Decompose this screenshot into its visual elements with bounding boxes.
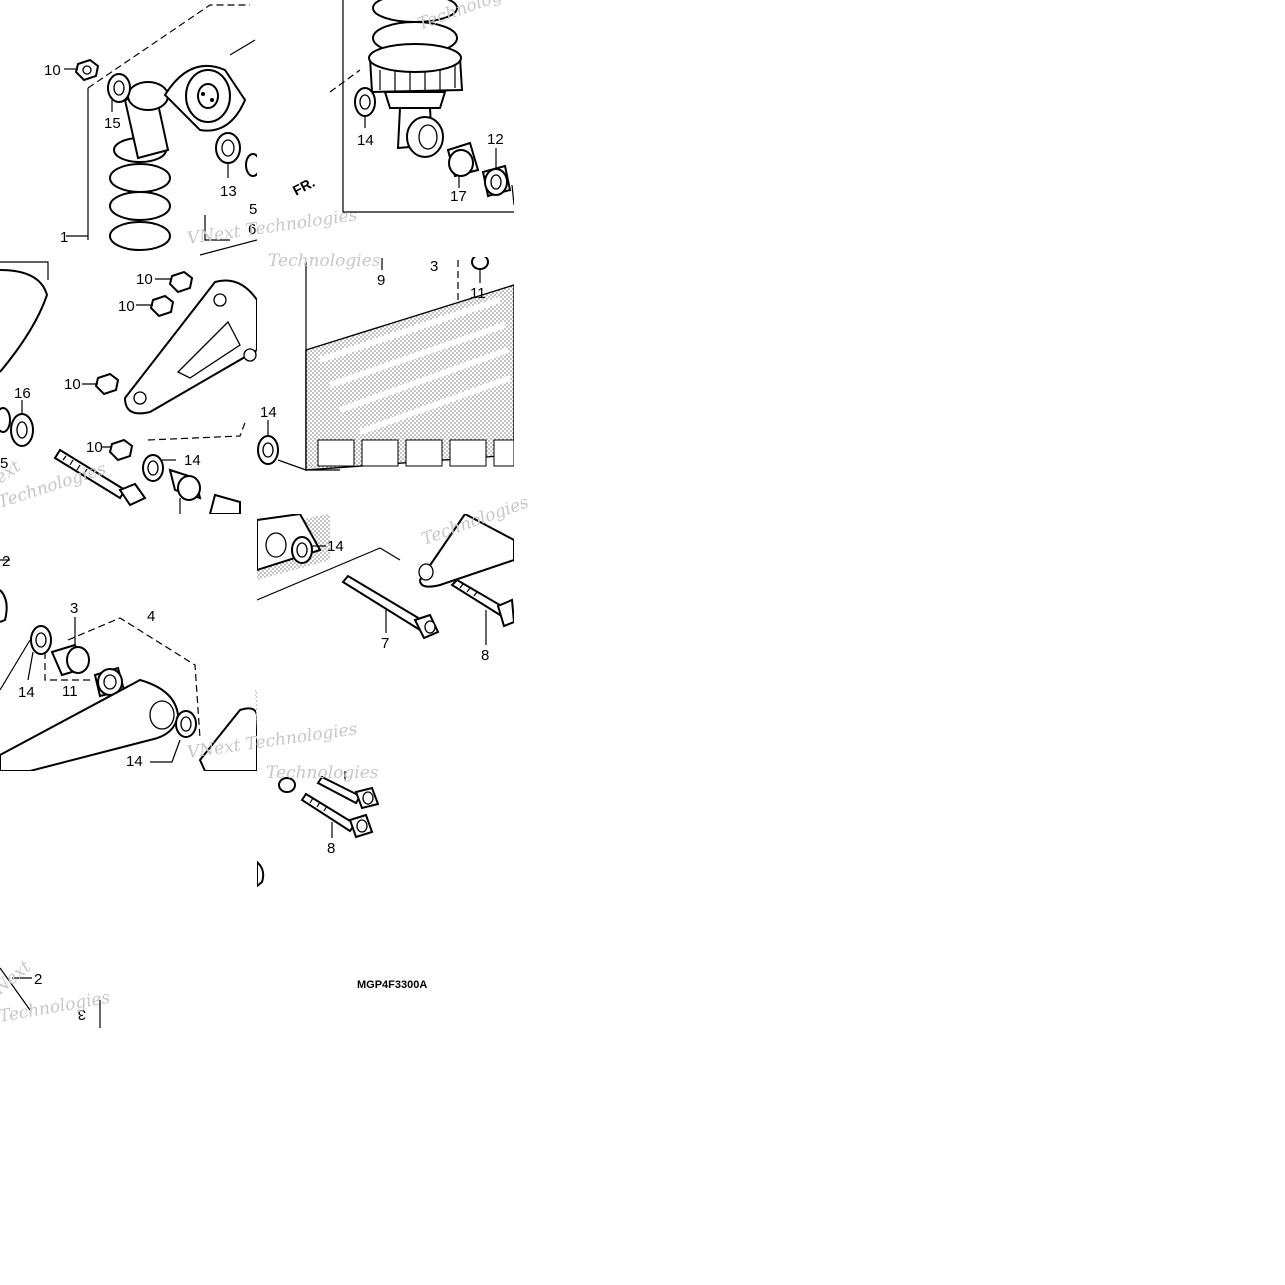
callout-8: 8 bbox=[327, 840, 335, 857]
nut-10 bbox=[74, 58, 100, 82]
callout-14: 14 bbox=[260, 404, 277, 421]
wing-logo bbox=[319, 297, 512, 435]
brand-letters bbox=[317, 439, 514, 467]
callout-13: 13 bbox=[220, 183, 237, 200]
watermark: VNext Technologies bbox=[186, 719, 359, 763]
callout-12: 12 bbox=[487, 131, 504, 148]
callout-10: 10 bbox=[64, 376, 81, 393]
callout-14: 14 bbox=[184, 452, 201, 469]
callout-10: 10 bbox=[86, 439, 103, 456]
tile-bolts-lower bbox=[257, 771, 380, 888]
tile-shock-arm bbox=[0, 559, 257, 771]
tile-partial bbox=[0, 967, 101, 1028]
callout-9: 9 bbox=[377, 272, 385, 289]
callout-3: 3 bbox=[430, 258, 438, 275]
callout-5: 5 bbox=[249, 201, 257, 218]
callout-3: 3 bbox=[78, 1006, 86, 1023]
tile-shock-absorber bbox=[64, 4, 257, 256]
callout-14: 14 bbox=[18, 684, 35, 701]
callout-6: 6 bbox=[248, 221, 256, 238]
callout-11: 11 bbox=[62, 683, 78, 700]
tile-swingarm bbox=[257, 257, 514, 471]
watermark: VNext Technologies bbox=[186, 205, 359, 249]
watermark: Technologies bbox=[266, 763, 379, 783]
tile-shock-lower bbox=[329, 0, 514, 213]
callout-11: 11 bbox=[470, 285, 486, 302]
callout-15: 15 bbox=[104, 115, 121, 132]
callout-14: 14 bbox=[126, 753, 143, 770]
callout-2: 2 bbox=[34, 971, 42, 988]
shock-spring bbox=[109, 137, 171, 251]
tile-bolts bbox=[257, 514, 514, 645]
callout-7: 7 bbox=[381, 635, 389, 652]
callout-5: 5 bbox=[0, 455, 8, 472]
callout-3: 3 bbox=[70, 600, 78, 617]
front-marker: FR. bbox=[290, 174, 317, 199]
nut-10 bbox=[94, 270, 194, 462]
callout-10: 10 bbox=[118, 298, 135, 315]
callout-17: 17 bbox=[450, 188, 467, 205]
callout-10: 10 bbox=[44, 62, 61, 79]
callout-16: 16 bbox=[14, 385, 31, 402]
callout-2: 2 bbox=[2, 553, 10, 570]
callout-10: 10 bbox=[136, 271, 153, 288]
tile-link-plate bbox=[0, 261, 257, 514]
callout-1: 1 bbox=[60, 229, 68, 246]
callout-14: 14 bbox=[357, 132, 374, 149]
watermark: Technologies bbox=[0, 988, 112, 1027]
watermark: Technologies bbox=[268, 251, 381, 271]
callout-8: 8 bbox=[481, 647, 489, 664]
callout-4: 4 bbox=[147, 608, 155, 625]
diagram-code: MGP4F3300A bbox=[357, 979, 427, 991]
callout-14: 14 bbox=[327, 538, 344, 555]
